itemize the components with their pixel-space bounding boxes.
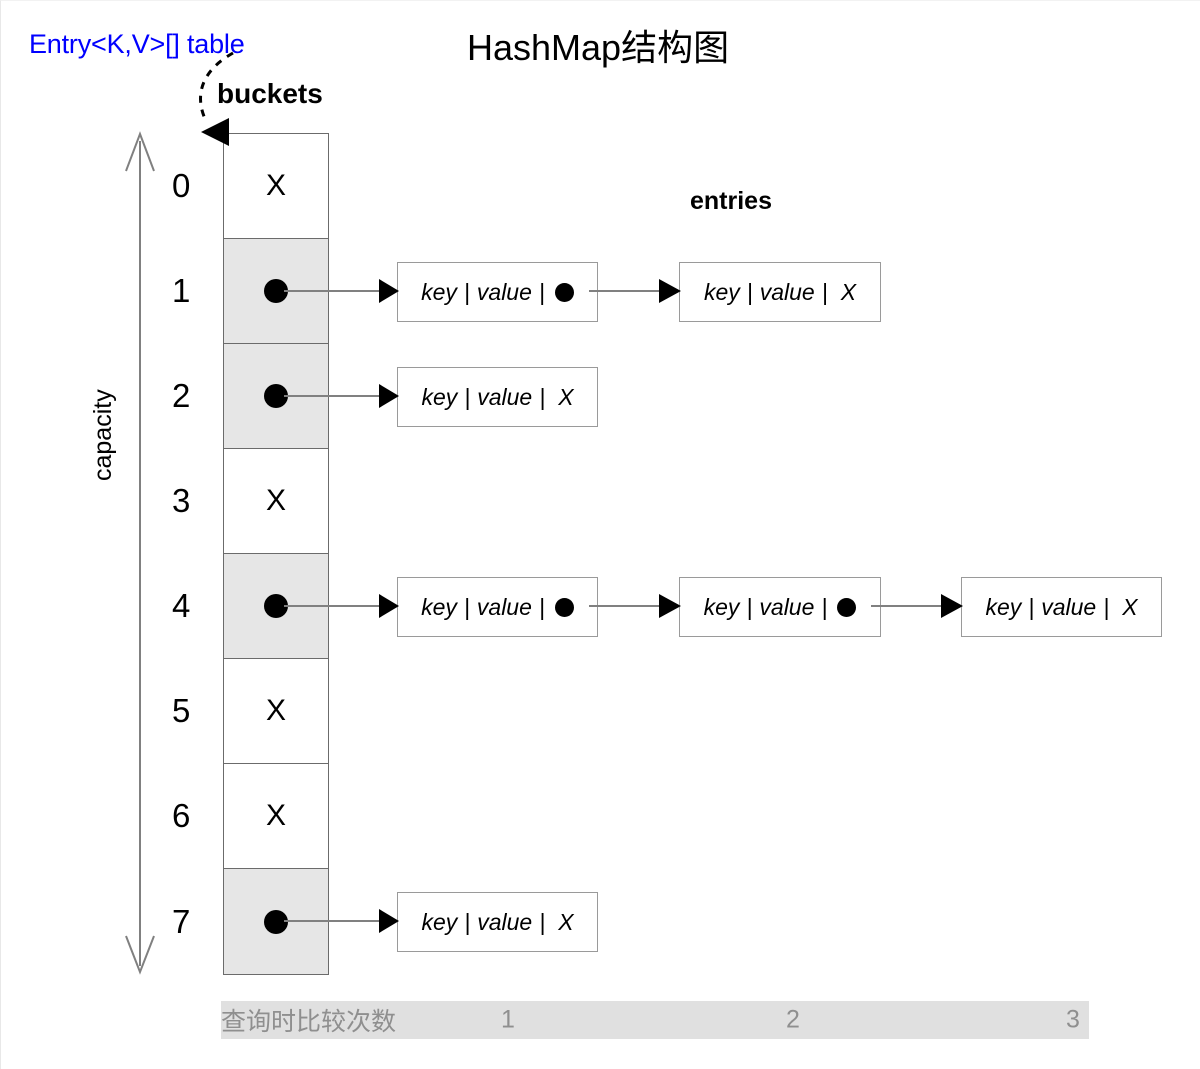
bucket-index-7: 7 — [172, 902, 191, 940]
comparison-count-3: 3 — [1066, 1005, 1080, 1034]
bucket-row-7: 7 — [172, 869, 328, 974]
entry-node-2-0: key | value | X — [397, 367, 598, 427]
entry-separator: | — [746, 593, 753, 620]
arrowhead-icon — [379, 909, 399, 933]
entry-separator: | — [463, 278, 470, 305]
entry-separator: | — [538, 278, 545, 305]
bucket-index-5: 5 — [172, 692, 191, 729]
bucket-index-1: 1 — [172, 272, 191, 309]
next-null-icon: X — [840, 278, 857, 305]
entry-node-1-1: key | value | X — [679, 262, 881, 322]
entry-key: key — [421, 908, 458, 935]
next-null-icon: X — [558, 383, 574, 410]
reference-dot-icon — [264, 909, 288, 934]
null-marker-icon: X — [265, 799, 286, 832]
bucket-row-2: 2 — [172, 344, 328, 449]
reference-dot-icon — [264, 384, 288, 408]
arrowhead-icon — [659, 279, 681, 303]
entry-table-label: Entry<K,V>[] table — [29, 29, 245, 59]
entry-node-4-1: key | value | — [679, 577, 881, 637]
entry-value: value — [477, 908, 533, 935]
bucket-row-6: 6 X — [172, 764, 328, 869]
capacity-label: capacity — [89, 389, 117, 481]
entry-value: value — [476, 593, 532, 620]
entries-label: entries — [690, 187, 772, 215]
entry-value: value — [1041, 593, 1097, 620]
entry-separator: | — [821, 278, 828, 305]
entry-value: value — [759, 593, 815, 620]
entry-node-7-0: key | value | X — [397, 892, 598, 952]
entry-key: key — [703, 593, 740, 620]
next-pointer-dot-icon — [837, 597, 857, 617]
comparison-count-1: 1 — [501, 1005, 515, 1034]
bucket-row-5: 5 X — [172, 659, 328, 764]
null-marker-icon: X — [265, 169, 286, 202]
next-pointer-dot-icon — [554, 597, 574, 617]
bucket-row-0: 0 X — [172, 134, 328, 239]
next-null-icon: X — [558, 908, 574, 935]
entry-separator: | — [539, 908, 546, 935]
entry-key: key — [421, 383, 458, 410]
arrowhead-icon — [379, 279, 399, 303]
entry-node-4-0: key | value | — [397, 577, 598, 637]
entry-key: key — [703, 278, 740, 305]
reference-dot-icon — [264, 594, 288, 618]
entry-separator: | — [464, 908, 471, 935]
entry-separator: | — [1103, 593, 1110, 620]
entry-separator: | — [538, 593, 545, 620]
entry-separator: | — [746, 278, 753, 305]
capacity-arrow-head-top-icon — [125, 131, 155, 172]
null-marker-icon: X — [265, 694, 286, 727]
comparison-count-2: 2 — [786, 1005, 800, 1034]
entry-value: value — [477, 383, 533, 410]
bucket-row-3: 3 X — [172, 449, 328, 554]
bucket-row-1: 1 — [172, 239, 328, 344]
arrowhead-icon — [379, 384, 399, 408]
arrowhead-icon — [941, 594, 963, 618]
comparison-count-bar: 查询时比较次数 1 2 3 — [221, 1001, 1089, 1039]
entry-key: key — [421, 593, 457, 620]
entry-separator: | — [464, 383, 471, 410]
reference-dot-icon — [264, 279, 288, 303]
bucket-index-4: 4 — [172, 587, 191, 624]
buckets-label: buckets — [217, 78, 323, 109]
comparison-caption: 查询时比较次数 — [221, 1008, 397, 1036]
entry-value: value — [476, 278, 532, 305]
capacity-arrow-head-bottom-icon — [125, 935, 155, 975]
next-null-icon: X — [1122, 593, 1138, 620]
arrowhead-icon — [659, 594, 681, 618]
bucket-index-3: 3 — [172, 482, 191, 519]
bucket-array: 0 X 1 2 3 X 4 5 X 6 X 7 — [172, 133, 329, 975]
arrowhead-icon — [379, 594, 399, 618]
entry-key: key — [421, 278, 457, 305]
entry-node-1-0: key | value | — [397, 262, 598, 322]
bucket-index-0: 0 — [172, 167, 191, 204]
entry-separator: | — [1028, 593, 1035, 620]
next-pointer-dot-icon — [554, 282, 574, 302]
page-title: HashMap结构图 — [467, 27, 730, 68]
bucket-index-6: 6 — [172, 797, 191, 834]
entry-node-4-2: key | value | X — [961, 577, 1162, 637]
bucket-row-4: 4 — [172, 554, 328, 659]
null-marker-icon: X — [265, 484, 286, 517]
entry-separator: | — [539, 383, 546, 410]
entry-value: value — [759, 278, 815, 305]
entry-key: key — [985, 593, 1022, 620]
bucket-index-2: 2 — [172, 377, 191, 414]
entry-separator: | — [821, 593, 828, 620]
entry-separator: | — [463, 593, 470, 620]
